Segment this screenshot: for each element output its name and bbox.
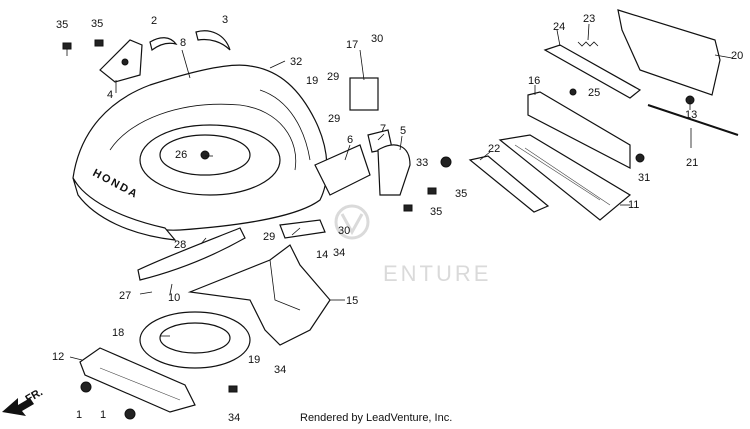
callout-35: 35 bbox=[56, 19, 68, 31]
callout-6: 6 bbox=[347, 134, 353, 146]
callout-15: 15 bbox=[346, 295, 358, 307]
bolt-35-a bbox=[62, 42, 72, 56]
callout-34: 34 bbox=[333, 247, 345, 259]
bolt-35-c bbox=[427, 187, 437, 195]
callout-32: 32 bbox=[290, 56, 302, 68]
callout-30: 30 bbox=[338, 225, 350, 237]
part-17 bbox=[349, 77, 379, 111]
callout-1: 1 bbox=[100, 409, 106, 421]
wheel-housing-18 bbox=[139, 311, 251, 369]
callout-35: 35 bbox=[430, 206, 442, 218]
handle-24 bbox=[543, 44, 642, 99]
plug-1-a bbox=[80, 381, 92, 393]
callout-2: 2 bbox=[151, 15, 157, 27]
callout-19: 19 bbox=[248, 354, 260, 366]
callout-27: 27 bbox=[119, 290, 131, 302]
bolt-31 bbox=[635, 153, 645, 163]
nut-33 bbox=[440, 156, 452, 168]
bolt-25 bbox=[569, 88, 577, 96]
callout-23: 23 bbox=[583, 13, 595, 25]
callout-19: 19 bbox=[306, 75, 318, 87]
bag-11 bbox=[498, 134, 632, 221]
clip-2 bbox=[149, 37, 178, 52]
callout-17: 17 bbox=[346, 39, 358, 51]
callout-31: 31 bbox=[638, 172, 650, 184]
callout-7: 7 bbox=[380, 123, 386, 135]
callout-34: 34 bbox=[274, 364, 286, 376]
mower-deck: HONDA bbox=[72, 64, 328, 241]
chassis-15 bbox=[187, 244, 331, 346]
clip-3 bbox=[195, 30, 231, 51]
callout-4: 4 bbox=[107, 89, 113, 101]
callout-14: 14 bbox=[316, 249, 328, 261]
callout-25: 25 bbox=[588, 87, 600, 99]
callout-11: 11 bbox=[628, 199, 639, 211]
direction-arrow-icon: FR. bbox=[2, 386, 45, 416]
bracket-4 bbox=[99, 39, 143, 83]
rod-21 bbox=[647, 104, 739, 136]
callout-20: 20 bbox=[731, 50, 743, 62]
plate-14 bbox=[279, 219, 326, 239]
callout-35: 35 bbox=[91, 18, 103, 30]
part-5 bbox=[377, 144, 411, 196]
callout-22: 22 bbox=[488, 143, 500, 155]
watermark-text: ENTURE bbox=[383, 261, 491, 286]
callout-8: 8 bbox=[180, 37, 186, 49]
callout-1: 1 bbox=[76, 409, 82, 421]
callout-21: 21 bbox=[686, 157, 698, 169]
flap-10 bbox=[137, 227, 246, 281]
callout-30: 30 bbox=[371, 33, 383, 45]
watermark: ENTURE bbox=[334, 204, 491, 286]
callout-26: 26 bbox=[175, 149, 187, 161]
callout-13: 13 bbox=[685, 109, 697, 121]
part-6 bbox=[314, 144, 371, 196]
callout-10: 10 bbox=[168, 292, 180, 304]
bolt-35-b bbox=[94, 39, 104, 47]
callout-24: 24 bbox=[553, 21, 565, 33]
callout-29: 29 bbox=[263, 231, 275, 243]
callout-34: 34 bbox=[228, 412, 240, 424]
callout-33: 33 bbox=[416, 157, 428, 169]
cover-20 bbox=[617, 9, 721, 96]
bolt-34-c bbox=[228, 385, 238, 393]
bolt-35-d bbox=[403, 204, 413, 212]
footer-credit: Rendered by LeadVenture, Inc. bbox=[300, 412, 453, 424]
callout-29: 29 bbox=[327, 71, 339, 83]
rail-22 bbox=[468, 155, 550, 213]
callout-5: 5 bbox=[400, 125, 406, 137]
spring-23 bbox=[577, 41, 599, 47]
callout-29: 29 bbox=[328, 113, 340, 125]
callout-28: 28 bbox=[174, 239, 186, 251]
callout-35: 35 bbox=[455, 188, 467, 200]
callout-18: 18 bbox=[112, 327, 124, 339]
callout-12: 12 bbox=[52, 351, 64, 363]
plug-1-b bbox=[124, 408, 136, 420]
callout-16: 16 bbox=[528, 75, 540, 87]
callout-3: 3 bbox=[222, 14, 228, 26]
grip-bar-12 bbox=[79, 347, 196, 413]
leader-lines bbox=[69, 23, 733, 361]
frame-16 bbox=[527, 91, 631, 169]
direction-label: FR. bbox=[24, 386, 45, 405]
